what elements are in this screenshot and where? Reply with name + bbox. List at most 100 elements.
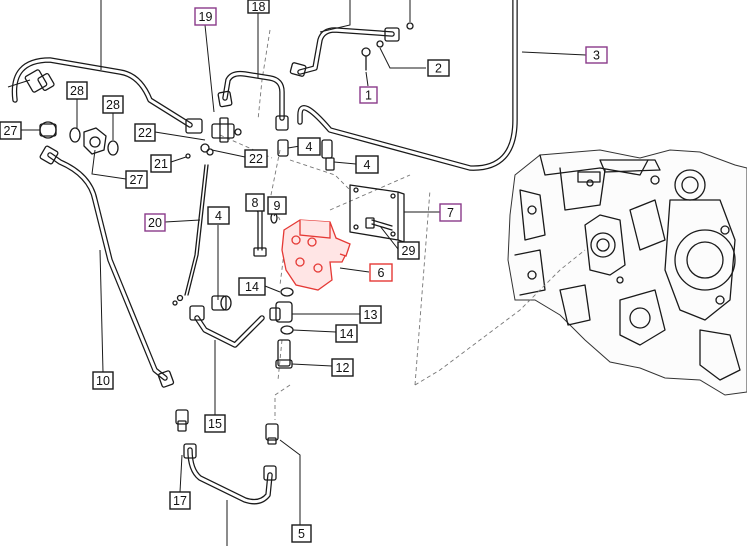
valve-block-6 (281, 219, 351, 291)
pipe-15 (189, 295, 265, 348)
callout-number: 28 (70, 84, 84, 98)
callout-c13: 13 (359, 305, 382, 324)
callout-box (331, 358, 354, 377)
callout-box (204, 414, 226, 433)
callout-c8: 8 (245, 193, 265, 212)
callout-c4a: 4 (297, 137, 321, 156)
callout-number: 1 (365, 89, 372, 103)
callout-c29: 29 (397, 241, 420, 260)
callout-box (245, 193, 265, 212)
callout-number: 2 (435, 62, 442, 76)
callout-c2: 2 (427, 59, 450, 77)
rod-20 (172, 164, 209, 306)
pipe-top (289, 22, 414, 77)
callout-c5: 5 (291, 524, 312, 543)
callout-c18: 18 (247, 0, 270, 14)
callout-box (92, 371, 114, 390)
callout-box (355, 155, 379, 174)
callout-number: 19 (199, 10, 213, 24)
callout-box (66, 81, 88, 100)
callout-box (247, 0, 270, 14)
callout-number: 29 (402, 244, 416, 258)
callout-number: 22 (138, 126, 152, 140)
callout-box (439, 203, 462, 222)
callout-c22a: 22 (134, 123, 156, 142)
leader-lines (7, 0, 587, 546)
callout-c21: 21 (150, 154, 172, 173)
callout-c15: 15 (204, 414, 226, 433)
callout-number: 27 (4, 124, 18, 138)
callout-c14a: 14 (238, 277, 266, 296)
callout-c4b: 4 (355, 155, 379, 174)
callout-box (244, 149, 268, 168)
callout-number: 21 (154, 157, 168, 171)
callout-c4c: 4 (207, 206, 230, 225)
callout-box (291, 524, 312, 543)
callout-box (169, 491, 191, 510)
pipe-17 (175, 409, 277, 505)
callout-box (102, 95, 124, 114)
pipe-10 (39, 145, 175, 388)
callout-number: 4 (306, 140, 313, 154)
callout-number: 3 (593, 49, 600, 63)
fitting-5 (265, 423, 279, 445)
callout-number: 6 (378, 266, 385, 280)
callout-box (359, 305, 382, 324)
callout-c17: 17 (169, 491, 191, 510)
callout-box (0, 121, 22, 140)
tee-fitting-19 (185, 117, 242, 159)
callout-number: 12 (336, 361, 350, 375)
callout-number: 15 (208, 417, 222, 431)
callout-number: 8 (252, 196, 259, 210)
callout-box (359, 86, 378, 104)
callout-number: 17 (173, 494, 187, 508)
elbow-13 (269, 287, 294, 369)
callout-number: 14 (340, 327, 354, 341)
callout-number: 13 (364, 308, 378, 322)
callout-box (267, 196, 287, 215)
callout-number: 7 (447, 206, 454, 220)
callout-box (238, 277, 266, 296)
callout-box (397, 241, 420, 260)
callout-box (144, 213, 166, 232)
callout-box (297, 137, 321, 156)
callout-number: 14 (245, 280, 259, 294)
callout-box (335, 324, 358, 343)
callout-number: 4 (215, 209, 222, 223)
callout-c22b: 22 (244, 149, 268, 168)
callout-c1: 1 (359, 86, 378, 104)
callout-c19: 19 (194, 7, 217, 26)
callout-c10: 10 (92, 371, 114, 390)
callout-c9: 9 (267, 196, 287, 215)
callout-box (369, 263, 393, 282)
callout-c20: 20 (144, 213, 166, 232)
callout-box (194, 7, 217, 26)
transmission-housing (507, 149, 747, 396)
callout-c6: 6 (369, 263, 393, 282)
pipe-3 (297, 0, 518, 171)
callout-box (207, 206, 230, 225)
bolts (253, 211, 393, 257)
callout-box (427, 59, 450, 77)
callout-box (150, 154, 172, 173)
callout-number: 4 (364, 158, 371, 172)
fittings-27-28 (39, 121, 119, 156)
callout-number: 22 (249, 152, 263, 166)
callout-c3: 3 (585, 46, 608, 64)
callout-number: 9 (274, 199, 281, 213)
callout-box (134, 123, 156, 142)
callout-number: 10 (96, 374, 110, 388)
callout-c27b: 27 (125, 170, 148, 189)
callout-number: 28 (106, 98, 120, 112)
callout-c14b: 14 (335, 324, 358, 343)
callout-number: 20 (148, 216, 162, 230)
callout-c7: 7 (439, 203, 462, 222)
callout-c28a: 28 (66, 81, 88, 100)
callout-c28b: 28 (102, 95, 124, 114)
pipe-upper-left (11, 57, 203, 134)
callout-number: 18 (252, 0, 266, 14)
callout-box (125, 170, 148, 189)
callout-number: 5 (298, 527, 305, 541)
